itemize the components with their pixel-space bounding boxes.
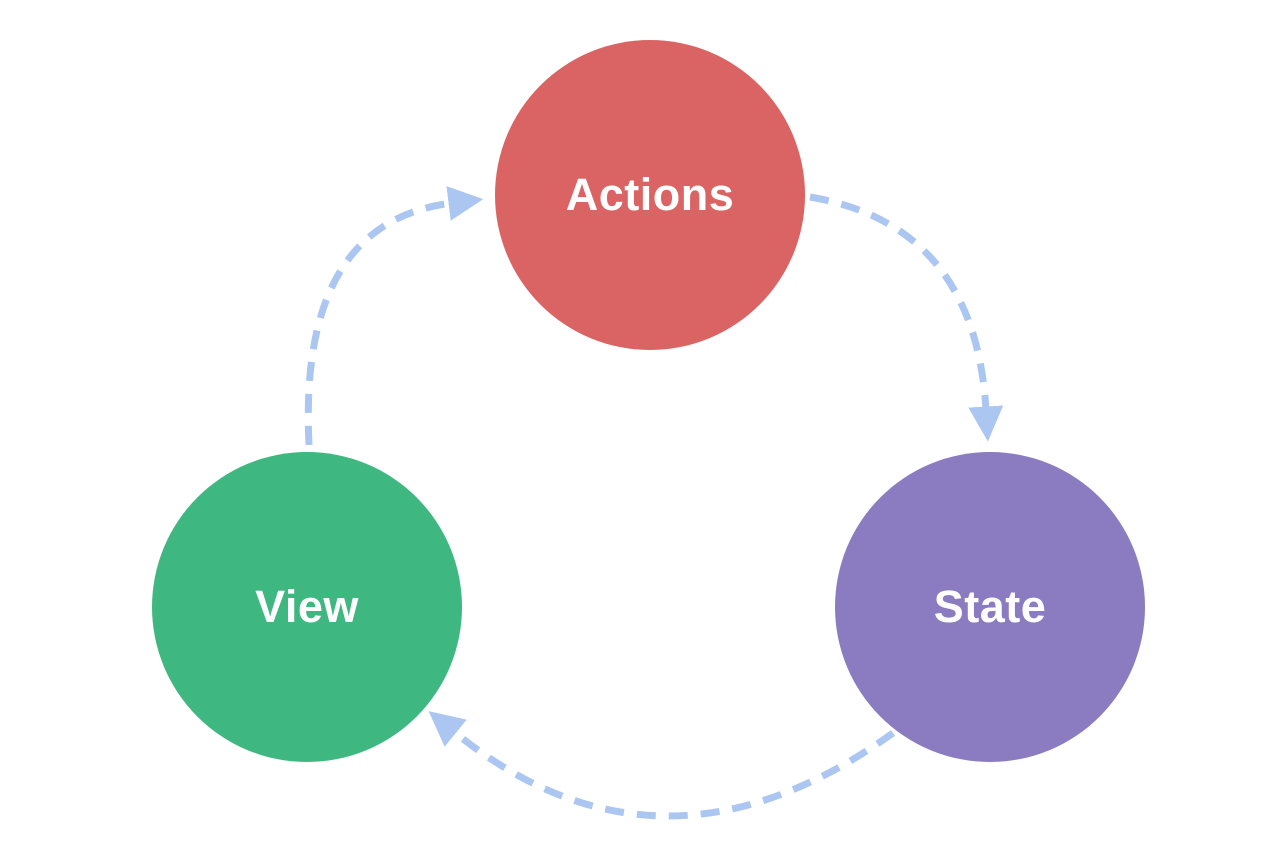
node-view-label: View — [255, 581, 359, 632]
node-view: View — [152, 452, 462, 762]
node-actions-label: Actions — [565, 169, 735, 220]
arrow-actions-to-state — [809, 193, 1004, 442]
node-state-label: State — [933, 581, 1047, 632]
arrow-view-to-actions — [304, 186, 484, 446]
node-state: State — [835, 452, 1145, 762]
arrow-state-to-view — [428, 711, 896, 820]
node-actions: Actions — [495, 40, 805, 350]
